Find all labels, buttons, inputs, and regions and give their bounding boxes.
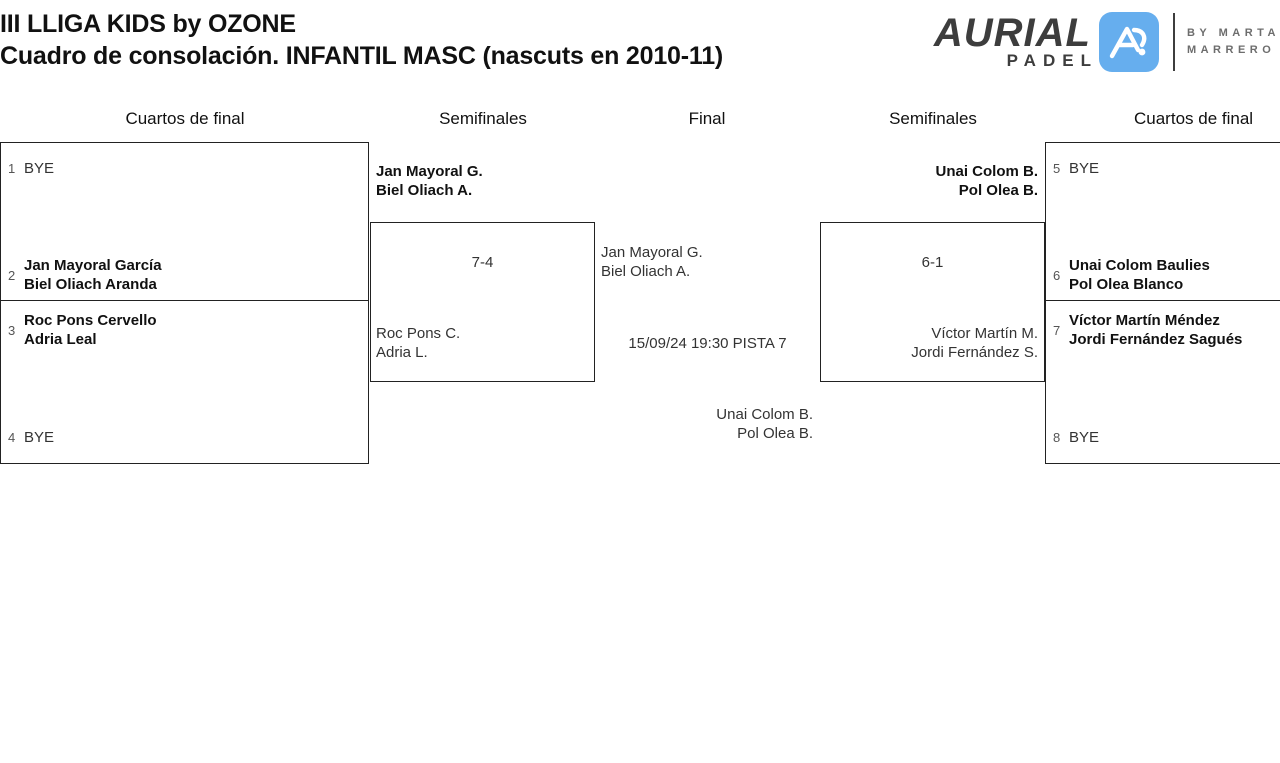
- page-title: III LLIGA KIDS by OZONE Cuadro de consol…: [0, 8, 723, 72]
- player-name-line2: Pol Olea Blanco: [1069, 276, 1184, 293]
- player-names: Víctor Martín Méndez Jordi Fernández Sag…: [1069, 311, 1242, 349]
- player-names: BYE: [24, 160, 55, 177]
- player-names: Jan Mayoral García Biel Oliach Aranda: [24, 256, 162, 294]
- player-name-line1: Jan Mayoral G.: [601, 244, 703, 261]
- logo-byline: BY MARTA MARRERO: [1187, 25, 1280, 59]
- player-name-line2: Biel Oliach Aranda: [24, 276, 157, 293]
- player-name-line2: Adria Leal: [24, 331, 97, 348]
- player-name-line2: Jordi Fernández S.: [911, 344, 1038, 361]
- seed-number: 7: [1053, 323, 1061, 338]
- player-name-line2: Jordi Fernández Sagués: [1069, 331, 1243, 348]
- player-names: BYE: [24, 429, 55, 446]
- player-name-line2: Pol Olea B.: [737, 425, 813, 442]
- left-quarter-entry-4[interactable]: 4 BYE: [8, 428, 54, 447]
- aurial-padel-logo: AURIAL PADEL BY MARTA MARRERO: [934, 6, 1280, 78]
- left-semifinal-score: 7-4: [471, 254, 494, 271]
- player-names: Unai Colom B. Pol Olea B.: [716, 405, 813, 443]
- bracket-subtitle: Cuadro de consolación. INFANTIL MASC (na…: [0, 42, 724, 70]
- left-semifinal-box[interactable]: [370, 222, 595, 382]
- right-semifinal-box[interactable]: [820, 222, 1045, 382]
- left-quarter-entry-2[interactable]: 2 Jan Mayoral García Biel Oliach Aranda: [8, 256, 162, 294]
- player-names: Unai Colom B. Pol Olea B.: [935, 162, 1038, 200]
- player-names: Roc Pons C. Adria L.: [376, 324, 460, 362]
- left-quarters-divider: [1, 300, 368, 301]
- player-names: BYE: [1069, 160, 1100, 177]
- left-quarter-entry-3[interactable]: 3 Roc Pons Cervello Adria Leal: [8, 311, 157, 349]
- left-semifinal-top-team[interactable]: Jan Mayoral G. Biel Oliach A.: [376, 162, 483, 200]
- seed-number: 4: [8, 430, 16, 445]
- tournament-name: III LLIGA KIDS by OZONE: [0, 10, 296, 38]
- logo-byline-line2: MARRERO: [1186, 44, 1276, 56]
- right-semifinal-bottom-team[interactable]: Víctor Martín M. Jordi Fernández S.: [820, 324, 1038, 362]
- round-header-right-semis: Semifinales: [889, 109, 977, 128]
- right-quarters-divider: [1046, 300, 1280, 301]
- player-name-line1: Unai Colom B.: [935, 163, 1038, 180]
- player-names: Unai Colom Baulies Pol Olea Blanco: [1069, 256, 1210, 294]
- aurial-a-monogram-icon: [1098, 12, 1159, 72]
- left-quarters-box[interactable]: [0, 142, 369, 464]
- right-quarter-entry-6[interactable]: 6 Unai Colom Baulies Pol Olea Blanco: [1053, 256, 1210, 294]
- player-name-line1: Roc Pons Cervello: [24, 312, 157, 329]
- player-names: BYE: [1069, 429, 1100, 446]
- player-name-line2: Biel Oliach A.: [601, 263, 691, 280]
- final-bottom-team[interactable]: Unai Colom B. Pol Olea B.: [595, 405, 813, 443]
- logo-byline-line1: BY MARTA: [1186, 27, 1280, 39]
- player-names: Roc Pons Cervello Adria Leal: [24, 311, 157, 349]
- logo-wordmark: AURIAL PADEL: [934, 13, 1091, 71]
- seed-number: 3: [8, 323, 16, 338]
- player-name-line1: Unai Colom B.: [716, 406, 813, 423]
- player-name-line1: Jan Mayoral G.: [376, 163, 483, 180]
- player-name-line1: Jan Mayoral García: [24, 257, 162, 274]
- seed-number: 2: [8, 268, 16, 283]
- seed-number: 8: [1053, 430, 1061, 445]
- right-quarter-entry-7[interactable]: 7 Víctor Martín Méndez Jordi Fernández S…: [1053, 311, 1242, 349]
- page-header: III LLIGA KIDS by OZONE Cuadro de consol…: [0, 0, 1280, 92]
- round-header-right-quarters: Cuartos de final: [1134, 109, 1254, 128]
- player-names: Jan Mayoral G. Biel Oliach A.: [376, 162, 483, 200]
- logo-brand-text: AURIAL: [933, 11, 1091, 55]
- round-header-left-quarters: Cuartos de final: [125, 109, 245, 128]
- player-name-line2: Biel Oliach A.: [376, 182, 473, 199]
- seed-number: 1: [8, 161, 16, 176]
- player-name-line1: Unai Colom Baulies: [1069, 257, 1210, 274]
- final-schedule: 15/09/24 19:30 PISTA 7: [628, 335, 787, 352]
- player-names: Jan Mayoral G. Biel Oliach A.: [601, 243, 703, 281]
- player-name-line2: Adria L.: [376, 344, 428, 361]
- player-name-line1: Víctor Martín M.: [931, 325, 1038, 342]
- right-quarter-entry-5[interactable]: 5 BYE: [1053, 159, 1099, 178]
- round-header-final: Final: [688, 109, 726, 128]
- logo-subbrand-text: PADEL: [1006, 51, 1098, 70]
- seed-number: 6: [1053, 268, 1061, 283]
- player-name-line1: Roc Pons C.: [376, 325, 461, 342]
- right-quarter-entry-8[interactable]: 8 BYE: [1053, 428, 1099, 447]
- right-semifinal-top-team[interactable]: Unai Colom B. Pol Olea B.: [820, 162, 1038, 200]
- player-name-line1: Víctor Martín Méndez: [1069, 312, 1220, 329]
- final-top-team[interactable]: Jan Mayoral G. Biel Oliach A.: [601, 243, 703, 281]
- right-semifinal-score: 6-1: [921, 254, 944, 271]
- left-semifinal-bottom-team[interactable]: Roc Pons C. Adria L.: [376, 324, 460, 362]
- player-name-line2: Pol Olea B.: [958, 182, 1038, 199]
- logo-divider: [1172, 13, 1175, 71]
- left-quarter-entry-1[interactable]: 1 BYE: [8, 159, 54, 178]
- round-header-left-semis: Semifinales: [439, 109, 527, 128]
- player-names: Víctor Martín M. Jordi Fernández S.: [911, 324, 1038, 362]
- seed-number: 5: [1053, 161, 1061, 176]
- right-quarters-box[interactable]: [1045, 142, 1280, 464]
